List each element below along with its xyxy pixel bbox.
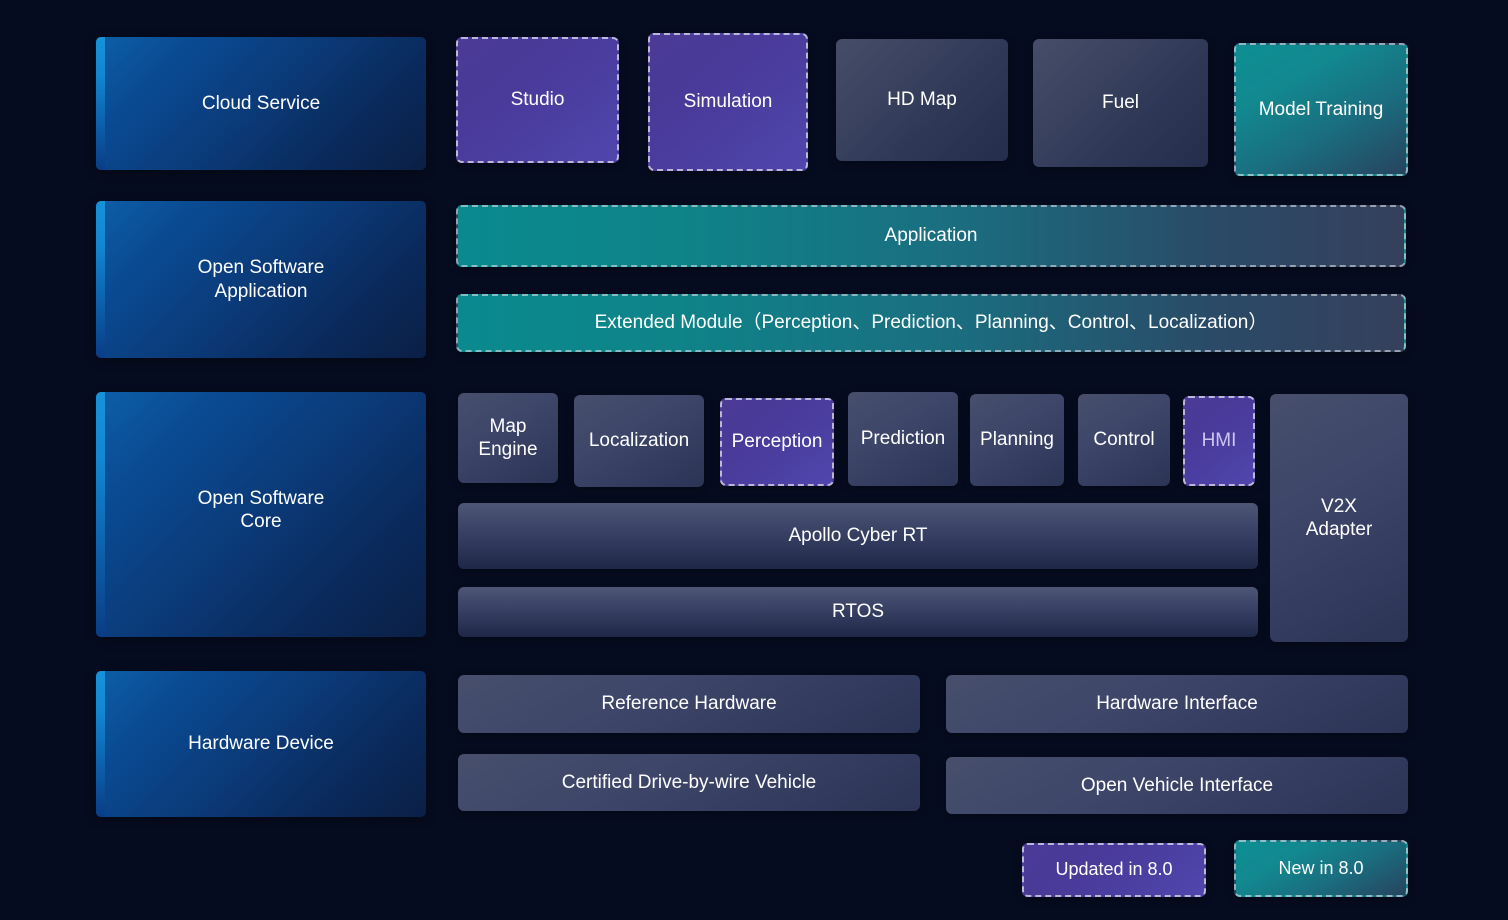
tier-label-text: Open Software Application xyxy=(197,257,325,302)
card-apollo-cyber-rt[interactable]: Apollo Cyber RT xyxy=(458,503,1258,569)
legend-label: Updated in 8.0 xyxy=(1055,859,1173,880)
legend-label: New in 8.0 xyxy=(1278,857,1364,878)
card-label: Application xyxy=(884,225,978,247)
tier-label-cloud-service: Cloud Service xyxy=(96,37,426,170)
tier-label-text: Hardware Device xyxy=(188,733,334,755)
module-label: Perception xyxy=(731,431,823,453)
module-hmi[interactable]: HMI xyxy=(1183,396,1255,486)
tier-label-open-software-application: Open Software Application xyxy=(96,201,426,358)
module-perception[interactable]: Perception xyxy=(720,398,834,486)
card-reference-hardware[interactable]: Reference Hardware xyxy=(458,675,920,733)
card-label: Hardware Interface xyxy=(1096,693,1258,715)
module-label: Prediction xyxy=(860,428,946,450)
card-label: Fuel xyxy=(1102,92,1139,114)
card-label: Simulation xyxy=(683,91,773,113)
module-label: Control xyxy=(1093,429,1155,451)
card-open-vehicle-interface[interactable]: Open Vehicle Interface xyxy=(946,757,1408,814)
legend-updated-in-8: Updated in 8.0 xyxy=(1022,843,1206,897)
card-application[interactable]: Application xyxy=(456,205,1406,267)
card-label: Open Vehicle Interface xyxy=(1080,774,1274,796)
tier-label-hardware-device: Hardware Device xyxy=(96,671,426,817)
tier-label-open-software-core: Open Software Core xyxy=(96,392,426,637)
module-label: Map Engine xyxy=(478,415,538,460)
card-rtos[interactable]: RTOS xyxy=(458,587,1258,637)
legend-new-in-8: New in 8.0 xyxy=(1234,840,1408,897)
module-map-engine[interactable]: Map Engine xyxy=(458,393,558,483)
module-localization[interactable]: Localization xyxy=(574,395,704,487)
module-label: Localization xyxy=(588,430,690,452)
card-simulation[interactable]: Simulation xyxy=(648,33,808,171)
module-planning[interactable]: Planning xyxy=(970,394,1064,486)
card-label: Reference Hardware xyxy=(601,693,777,715)
card-v2x-adapter[interactable]: V2X Adapter xyxy=(1270,394,1408,642)
card-hardware-interface[interactable]: Hardware Interface xyxy=(946,675,1408,733)
card-label: Apollo Cyber RT xyxy=(788,525,928,547)
card-label: Certified Drive-by-wire Vehicle xyxy=(561,771,817,793)
card-label: Model Training xyxy=(1258,98,1384,120)
card-hd-map[interactable]: HD Map xyxy=(836,39,1008,161)
card-fuel[interactable]: Fuel xyxy=(1033,39,1208,167)
module-prediction[interactable]: Prediction xyxy=(848,392,958,486)
card-label: HD Map xyxy=(887,89,957,111)
card-model-training[interactable]: Model Training xyxy=(1234,43,1408,176)
card-studio[interactable]: Studio xyxy=(456,37,619,163)
tier-label-text: Open Software Core xyxy=(197,488,325,533)
card-label: Extended Module（Perception、Prediction、Pl… xyxy=(594,312,1268,334)
module-control[interactable]: Control xyxy=(1078,394,1170,486)
tier-label-text: Cloud Service xyxy=(201,92,321,114)
card-label: Studio xyxy=(510,89,565,111)
module-label: Planning xyxy=(980,429,1054,451)
card-label: RTOS xyxy=(831,601,885,623)
module-label: HMI xyxy=(1201,430,1237,452)
card-certified-drive-by-wire-vehicle[interactable]: Certified Drive-by-wire Vehicle xyxy=(458,754,920,811)
card-extended-module[interactable]: Extended Module（Perception、Prediction、Pl… xyxy=(456,294,1406,352)
card-label: V2X Adapter xyxy=(1305,495,1373,540)
